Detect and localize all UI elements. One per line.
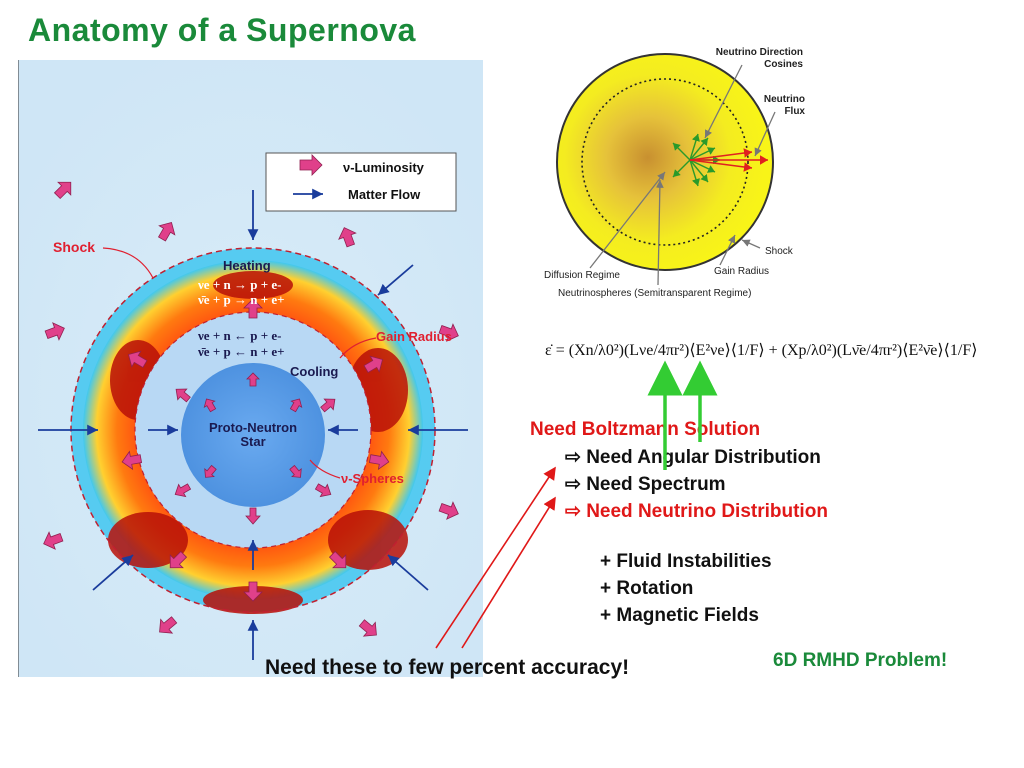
flux-label-1: Neutrino [764, 94, 805, 105]
gain-radius-label: Gain Radius [376, 329, 452, 344]
gain-radius-circle [581, 78, 749, 246]
pns-label-line2: Star [240, 434, 265, 449]
supernova-anatomy-diagram: ν-Luminosity Matter Flow [18, 60, 483, 677]
shock-label-right: Shock [765, 246, 794, 257]
need-spectrum-text: ⇨ Need Spectrum [565, 474, 726, 495]
flux-label-2: Flux [784, 106, 805, 117]
star-disk [556, 53, 774, 271]
accuracy-text: Need these to few percent accuracy! [265, 656, 630, 679]
direction-cosines-label-1: Neutrino Direction [716, 47, 803, 58]
cooling-label: Cooling [290, 364, 338, 379]
need-neutrino-distribution-text: ⇨ Need Neutrino Distribution [565, 501, 828, 522]
gain-radius-label-right: Gain Radius [714, 266, 769, 277]
slide-title: Anatomy of a Supernova [28, 12, 416, 48]
matter-flow-arrows [38, 190, 468, 660]
cooling-equation-2: ν̄e + p ← n + e+ [197, 344, 285, 359]
shock-label: Shock [53, 239, 95, 255]
cooling-equation-1: νe + n ← p + e- [197, 328, 281, 343]
direction-cosines-label-2: Cosines [764, 59, 803, 70]
proto-neutron-star [181, 363, 325, 507]
legend-matter-flow: Matter Flow [348, 187, 421, 202]
pns-label-line1: Proto-Neutron [209, 420, 297, 435]
need-angular-text: ⇨ Need Angular Distribution [565, 447, 821, 468]
nu-spheres-label: ν-Spheres [341, 471, 404, 486]
fluid-instabilities-text: + Fluid Instabilities [600, 551, 772, 572]
formula-text: ε̇ = (Xn/λ0²)(Lνe/4πr²)⟨E²νe⟩⟨1/F⟩ + (Xp… [545, 342, 978, 359]
rmhd-problem-text: 6D RMHD Problem! [773, 650, 948, 671]
legend-box [265, 152, 457, 212]
heating-equation-2: ν̄e + p → n + e+ [197, 292, 285, 307]
need-boltzmann-text: Need Boltzmann Solution [530, 419, 761, 440]
heating-label: Heating [223, 258, 271, 273]
flux-arrows [689, 148, 768, 172]
rotation-text: + Rotation [600, 578, 694, 599]
neutrino-transport-diagram: Neutrino Direction Cosines Neutrino Flux… [544, 47, 805, 299]
magnetic-fields-text: + Magnetic Fields [600, 605, 759, 626]
diffusion-regime-label: Diffusion Regime [544, 270, 620, 281]
heating-rate-formula: ε̇ = (Xn/λ0²)(Lνe/4πr²)⟨E²νe⟩⟨1/F⟩ + (Xp… [545, 320, 977, 380]
neutrinospheres-label: Neutrinospheres (Semitransparent Regime) [558, 288, 751, 299]
legend-luminosity: ν-Luminosity [343, 160, 425, 175]
heating-equation-1: νe + n → p + e- [197, 277, 281, 292]
luminosity-arrow-icon [299, 154, 323, 176]
